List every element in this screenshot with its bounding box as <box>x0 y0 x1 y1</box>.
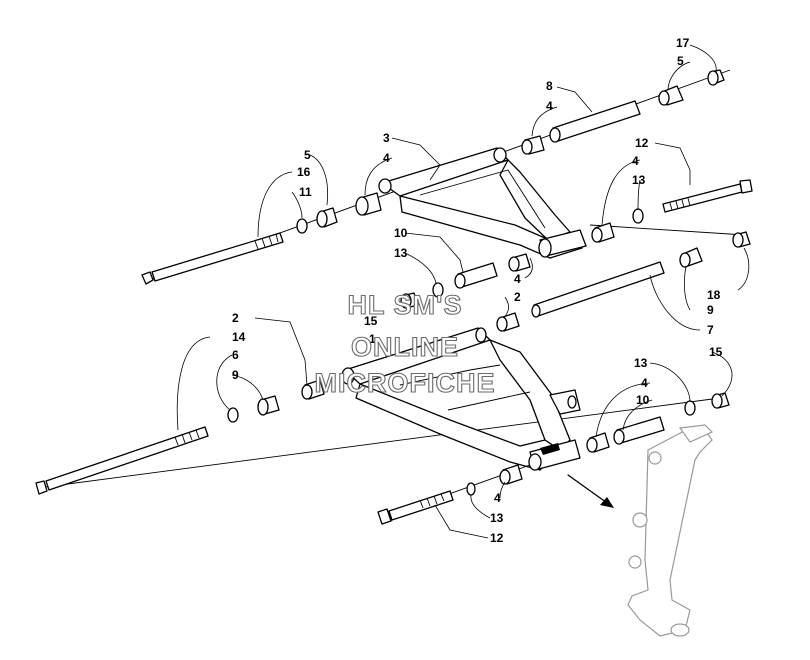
mid-sleeve-10 <box>454 262 498 289</box>
lower-bushing-4 <box>586 432 610 453</box>
upper-nut-17 <box>707 69 725 86</box>
watermark-line-2: ONLINE <box>351 332 459 362</box>
mid-bolt-12 <box>662 179 753 213</box>
shaft-7 <box>531 261 665 318</box>
callout-1: 1 <box>369 332 376 346</box>
lower-bushing-2 <box>301 379 325 400</box>
lower-a-arm <box>341 327 581 471</box>
right-bushing-9 <box>679 247 703 268</box>
upper-right-bushing-5 <box>658 85 684 106</box>
nut-18 <box>732 231 751 248</box>
upper-bushing-4 <box>355 192 382 216</box>
callout-13: 13 <box>490 511 504 525</box>
callout-13: 13 <box>632 173 646 187</box>
lower-washer-13 <box>684 400 696 416</box>
mid-bushing-4 <box>591 222 615 243</box>
callout-18: 18 <box>707 288 721 302</box>
upper-bushing-4b <box>521 135 545 155</box>
callout-leaders <box>176 44 750 539</box>
callout-5: 5 <box>304 148 311 162</box>
upper-a-arm <box>378 147 587 259</box>
callout-14: 14 <box>232 330 246 344</box>
callout-4: 4 <box>383 151 390 165</box>
mid-washer-13b <box>432 282 444 298</box>
callout-labels: 17 5 8 4 3 5 16 11 4 12 4 13 10 13 4 2 1… <box>232 36 723 545</box>
mid-washer-13 <box>632 208 644 224</box>
callout-10: 10 <box>394 226 408 240</box>
lower-bushing-9 <box>257 395 280 416</box>
lower-sleeve-10 <box>613 416 665 445</box>
callout-2: 2 <box>514 290 521 304</box>
callout-9: 9 <box>232 368 239 382</box>
lower-bushing-4b <box>499 464 523 485</box>
callout-4: 4 <box>514 272 521 286</box>
upper-sleeve-8 <box>549 100 641 143</box>
upper-bushing-5 <box>316 207 338 228</box>
callout-4: 4 <box>641 376 648 390</box>
callout-7: 7 <box>707 323 714 337</box>
callout-13: 13 <box>394 246 408 260</box>
callout-12: 12 <box>490 531 504 545</box>
watermark-line-3: MICROFICHE <box>315 368 496 398</box>
callout-11: 11 <box>299 185 312 199</box>
callout-3: 3 <box>383 131 390 145</box>
lower-nut-15 <box>711 392 730 409</box>
callout-12: 12 <box>635 136 649 150</box>
callout-17: 17 <box>676 36 690 50</box>
callout-15: 15 <box>364 314 378 328</box>
callout-5: 5 <box>677 54 684 68</box>
bushing-2 <box>496 312 520 332</box>
upper-long-bolt <box>141 232 284 285</box>
lower-axis-line <box>44 397 721 488</box>
callout-8: 8 <box>546 79 553 93</box>
arrow-line <box>567 474 611 506</box>
lower-washer-13b <box>466 482 476 496</box>
mid-bushing-4b <box>508 253 531 272</box>
arrow-head <box>600 497 614 508</box>
watermark: HL SM'S ONLINE MICROFICHE <box>314 289 496 398</box>
lower-long-bolt <box>35 426 209 495</box>
callout-9: 9 <box>707 303 714 317</box>
lower-bolt-12 <box>377 490 454 525</box>
upper-washer-11 <box>296 218 308 234</box>
mid-axis-line <box>589 224 746 236</box>
callout-16: 16 <box>297 165 311 179</box>
lower-washer-6 <box>227 407 239 423</box>
callout-6: 6 <box>232 348 239 362</box>
callout-10: 10 <box>636 393 650 407</box>
callout-2: 2 <box>232 311 239 325</box>
callout-15: 15 <box>709 345 723 359</box>
callout-4: 4 <box>494 491 501 505</box>
spindle-knuckle <box>627 424 714 637</box>
nut-15-left <box>400 292 419 309</box>
watermark-line-1: HL SM'S <box>348 290 463 320</box>
callout-4: 4 <box>632 154 639 168</box>
callout-4: 4 <box>546 99 553 113</box>
callout-13: 13 <box>634 356 648 370</box>
